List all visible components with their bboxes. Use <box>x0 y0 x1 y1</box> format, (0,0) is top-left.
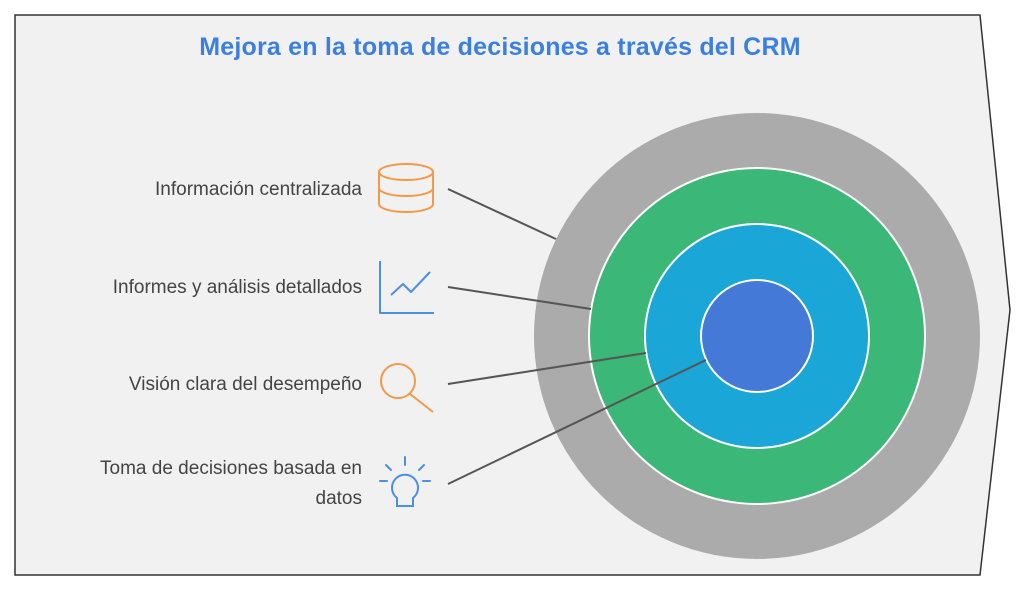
inner-circle <box>702 281 812 391</box>
connector-line-1 <box>447 188 557 240</box>
label-vision-clara: Visión clara del desempeño <box>128 374 362 395</box>
connector-line-2 <box>447 286 592 310</box>
label-toma-decisiones: Toma de decisiones basada en datos <box>100 454 362 514</box>
magnifier-icon <box>380 363 434 413</box>
label-informacion-centralizada: Información centralizada <box>155 179 362 200</box>
label-informes-analisis: Informes y análisis detallados <box>112 277 362 298</box>
lightbulb-icon <box>379 456 431 507</box>
database-icon <box>378 163 434 213</box>
label-toma-decisiones-line2: datos <box>315 488 362 509</box>
connector-line-4 <box>447 359 707 485</box>
label-toma-decisiones-line1: Toma de decisiones basada en <box>100 458 362 479</box>
diagram-title: Mejora en la toma de decisiones a través… <box>199 33 801 61</box>
connector-line-3 <box>447 352 647 385</box>
line-chart-icon <box>379 261 434 314</box>
